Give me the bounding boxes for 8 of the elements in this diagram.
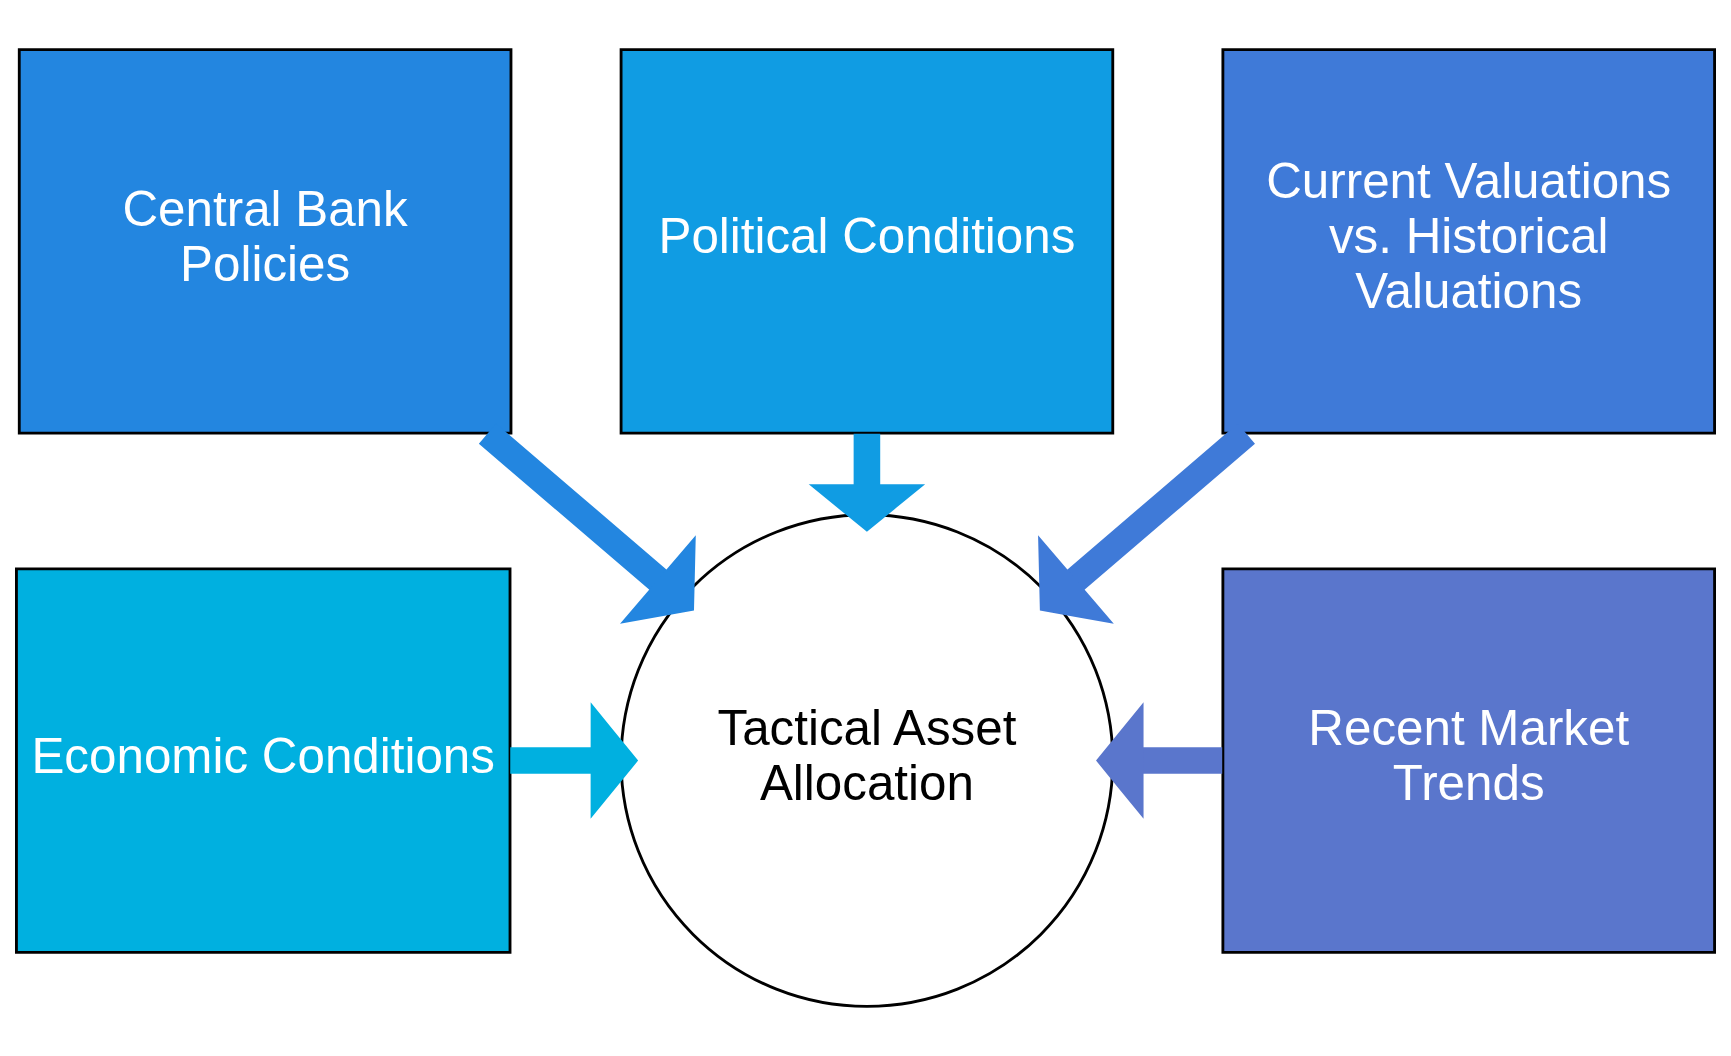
node-box: Current Valuations vs. Historical Valuations	[1221, 48, 1716, 435]
node-box: Economic Conditions	[15, 567, 512, 954]
node-box: Central Bank Policies	[17, 48, 513, 435]
node-box: Recent Market Trends	[1221, 567, 1716, 954]
arrow	[808, 433, 926, 532]
node-box: Political Conditions	[619, 48, 1115, 435]
arrow	[510, 702, 639, 819]
arrow	[1096, 702, 1223, 819]
